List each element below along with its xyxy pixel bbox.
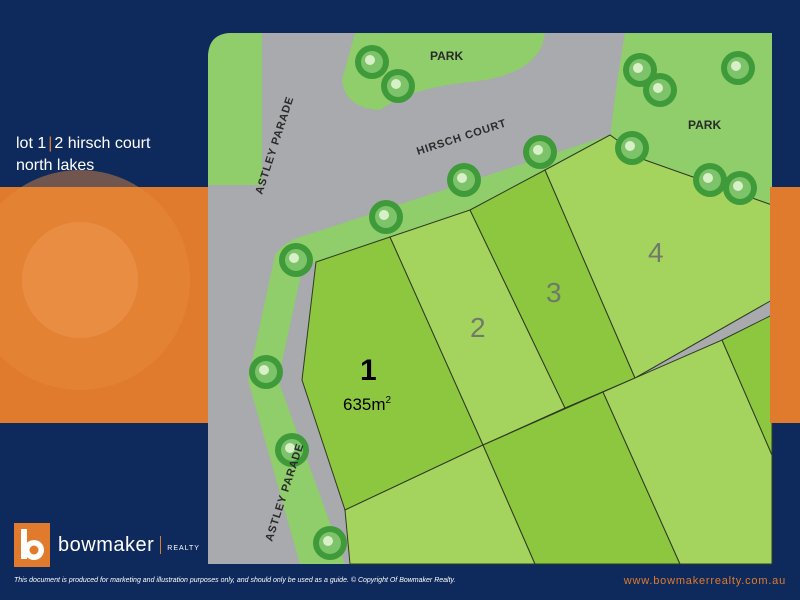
logo-divider [160, 536, 162, 554]
address-title: 2 hirsch court [54, 135, 151, 152]
street-verge [248, 135, 645, 564]
orange-band-right [770, 187, 800, 423]
band-circle-outer [0, 170, 190, 390]
lot-number-title: lot 1 [16, 135, 47, 152]
tree-icon [723, 171, 757, 205]
disclaimer-text: This document is produced for marketing … [14, 577, 456, 584]
tree-icon [381, 69, 415, 103]
trees [249, 45, 757, 560]
tree-icon [313, 526, 347, 560]
verge-left-top [208, 33, 262, 185]
website-link[interactable]: www.bowmakerrealty.com.au [623, 575, 786, 587]
tree-icon [369, 200, 403, 234]
lot-1-number: 1 [360, 354, 377, 387]
logo-subtitle: REALTY [167, 544, 200, 552]
tree-icon [275, 433, 309, 467]
lot-lower-3 [602, 339, 773, 565]
tree-icon [355, 45, 389, 79]
lot-2-number: 2 [470, 312, 486, 343]
tree-icon [523, 135, 557, 169]
tree-icon [615, 131, 649, 165]
lot-4-number: 4 [648, 237, 664, 268]
tree-icon [279, 243, 313, 277]
tree-icon [721, 51, 755, 85]
band-circle-inner [22, 222, 138, 338]
park-label-top: PARK [430, 49, 463, 63]
lot-3-number: 3 [546, 277, 562, 308]
park-label-right: PARK [688, 118, 721, 132]
logo-mark-icon [14, 523, 50, 567]
logo-wordmark: bowmaker [58, 533, 155, 556]
tree-icon [643, 73, 677, 107]
lot-1-area: 635m2 [343, 395, 392, 414]
title-separator: | [48, 135, 53, 152]
tree-icon [249, 355, 283, 389]
property-title: lot 1|2 hirsch court north lakes [16, 133, 150, 177]
bowmaker-logo: bowmaker REALTY [14, 523, 200, 567]
tree-icon [693, 163, 727, 197]
suburb-title: north lakes [16, 157, 95, 174]
tree-icon [447, 163, 481, 197]
